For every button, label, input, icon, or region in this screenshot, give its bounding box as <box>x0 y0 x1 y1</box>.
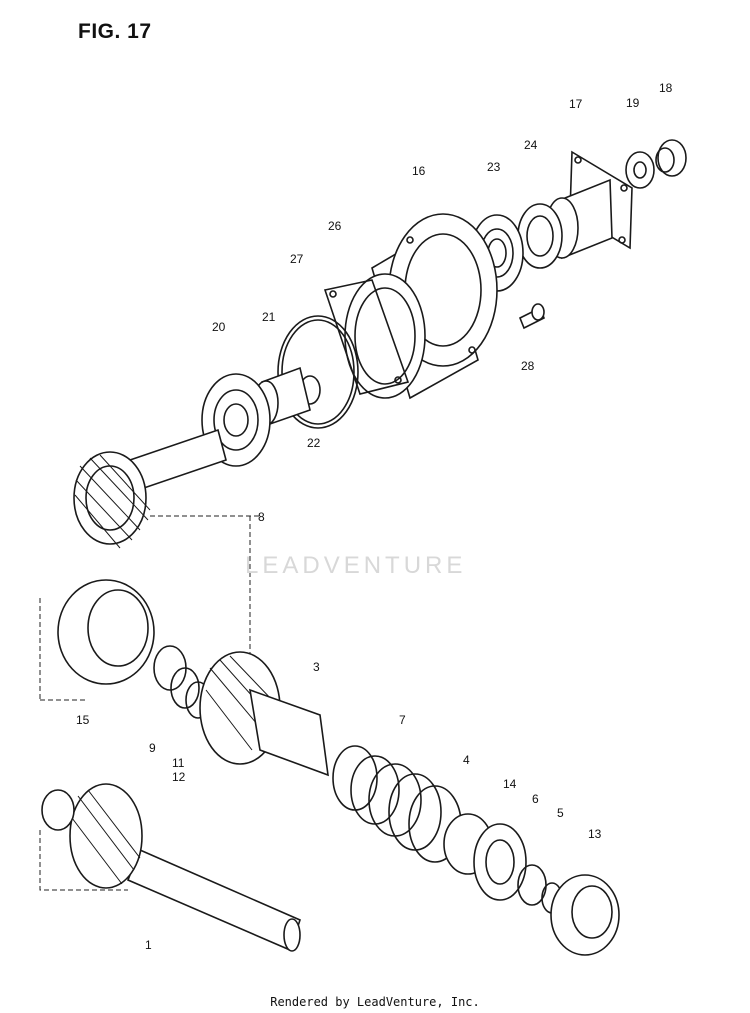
label-part-8: 8 <box>258 510 265 524</box>
part-26-gasket <box>323 279 410 395</box>
figure-title: FIG. 17 <box>78 20 152 43</box>
part-14-bearing <box>473 823 527 901</box>
part-18-nut <box>655 139 687 177</box>
label-part-4: 4 <box>463 753 470 767</box>
label-part-1: 1 <box>145 938 152 952</box>
label-part-5: 5 <box>557 806 564 820</box>
label-part-15: 15 <box>76 713 90 727</box>
label-part-11: 11 <box>172 756 185 770</box>
part-16-housing <box>344 213 498 400</box>
label-part-14: 14 <box>503 777 517 791</box>
label-part-6: 6 <box>532 792 539 806</box>
part-7-spring <box>332 745 462 863</box>
part-11-shim <box>170 667 200 709</box>
part-15-cover <box>57 579 155 685</box>
part-13-cap <box>550 874 620 956</box>
part-3-ring-gear <box>199 651 329 777</box>
label-part-19: 19 <box>626 96 640 110</box>
label-part-21: 21 <box>262 310 276 324</box>
label-part-27: 27 <box>290 252 304 266</box>
label-part-28: 28 <box>521 359 535 373</box>
part-27-o-ring <box>277 315 359 429</box>
label-part-17: 17 <box>569 97 583 111</box>
label-part-3: 3 <box>313 660 320 674</box>
part-28-bolt <box>518 303 546 330</box>
label-part-9: 9 <box>149 741 156 755</box>
part-24-oil-seal <box>517 203 563 269</box>
label-part-26: 26 <box>328 219 342 233</box>
leader-1 <box>39 830 128 891</box>
part-19-washer <box>625 151 655 189</box>
label-part-22: 22 <box>307 436 321 450</box>
label-part-18: 18 <box>659 81 673 95</box>
label-part-7: 7 <box>399 713 406 727</box>
label-part-16: 16 <box>412 164 426 178</box>
footer-credit: Rendered by LeadVenture, Inc. <box>270 995 480 1009</box>
part-1-shaft <box>41 783 301 952</box>
label-part-24: 24 <box>524 138 538 152</box>
leader-15 <box>39 598 85 701</box>
label-part-13: 13 <box>588 827 602 841</box>
part-8-pinion-gear <box>73 428 227 549</box>
label-part-12: 12 <box>172 770 186 784</box>
label-part-20: 20 <box>212 320 226 334</box>
leader-8 <box>150 515 262 660</box>
watermark: LEADVENTURE <box>245 552 467 579</box>
label-part-23: 23 <box>487 160 501 174</box>
